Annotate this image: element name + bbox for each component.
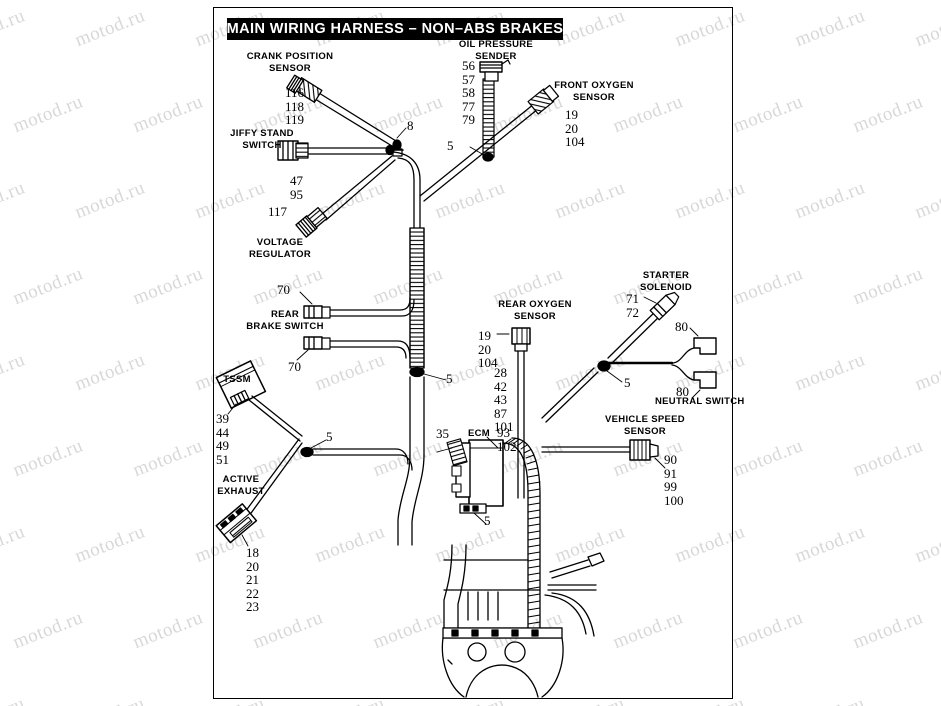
callout-rear-oxygen-numbers: 19 20 104 bbox=[478, 328, 498, 370]
callout-clip-5-tssm: 5 bbox=[326, 429, 333, 444]
watermark-text: motod.ru bbox=[130, 607, 206, 654]
watermark-text: motod.ru bbox=[730, 435, 806, 482]
callout-ecm-numbers: 28 42 43 87 101 bbox=[494, 365, 514, 434]
callout-tssm-numbers: 39 44 49 51 bbox=[216, 411, 229, 467]
watermark-text: motod.ru bbox=[912, 521, 941, 568]
watermark-text: motod.ru bbox=[850, 607, 926, 654]
label-rear-brake-switch: REAR BRAKE SWITCH bbox=[246, 309, 324, 332]
label-tssm: TSSM bbox=[223, 374, 251, 385]
page-title: MAIN WIRING HARNESS – NON–ABS BRAKES bbox=[226, 21, 564, 37]
label-vehicle-speed-sensor: VEHICLE SPEED SENSOR bbox=[605, 414, 685, 437]
label-crank-position-sensor: CRANK POSITION SENSOR bbox=[246, 51, 334, 74]
watermark-text: motod.ru bbox=[10, 607, 86, 654]
callout-rear-brake-number-top: 70 bbox=[277, 282, 290, 297]
diagram-frame: MAIN WIRING HARNESS – NON–ABS BRAKES bbox=[213, 7, 733, 699]
watermark-text: motod.ru bbox=[792, 5, 868, 52]
callout-neutral-number-top: 80 bbox=[675, 319, 688, 334]
watermark-text: motod.ru bbox=[792, 349, 868, 396]
watermark-text: motod.ru bbox=[72, 349, 148, 396]
diagram-title-bar: MAIN WIRING HARNESS – NON–ABS BRAKES bbox=[227, 18, 563, 40]
watermark-text: motod.ru bbox=[912, 177, 941, 224]
watermark-text: motod.ru bbox=[130, 435, 206, 482]
watermark-text: motod.ru bbox=[0, 349, 28, 396]
label-starter-solenoid: STARTER SOLENOID bbox=[639, 270, 692, 293]
label-neutral-switch: NEUTRAL SWITCH bbox=[655, 396, 745, 407]
callout-clip-5-spine: 5 bbox=[446, 371, 453, 386]
watermark-text: motod.ru bbox=[850, 263, 926, 310]
watermark-text: motod.ru bbox=[72, 5, 148, 52]
callout-ecm-bracket-number: 35 bbox=[436, 426, 449, 441]
callout-starter-numbers: 71 72 bbox=[626, 291, 639, 320]
watermark-text: motod.ru bbox=[0, 5, 28, 52]
watermark-text: motod.ru bbox=[792, 521, 868, 568]
callout-ecm-mount-numbers: 93 102 bbox=[497, 425, 517, 454]
watermark-text: motod.ru bbox=[730, 263, 806, 310]
watermark-text: motod.ru bbox=[0, 521, 28, 568]
callout-rear-brake-number-bottom: 70 bbox=[288, 359, 301, 374]
watermark-text: motod.ru bbox=[72, 521, 148, 568]
watermark-text: motod.ru bbox=[730, 91, 806, 138]
watermark-text: motod.ru bbox=[912, 5, 941, 52]
watermark-text: motod.ru bbox=[10, 435, 86, 482]
watermark-text: motod.ru bbox=[10, 263, 86, 310]
watermark-text: motod.ru bbox=[912, 693, 941, 706]
watermark-text: motod.ru bbox=[0, 693, 28, 706]
callout-clip-5-ecm: 5 bbox=[484, 513, 491, 528]
callout-active-exhaust-numbers: 18 20 21 22 23 bbox=[246, 545, 259, 614]
watermark-text: motod.ru bbox=[130, 263, 206, 310]
label-rear-oxygen-sensor: REAR OXYGEN SENSOR bbox=[498, 299, 572, 322]
label-voltage-regulator: VOLTAGE REGULATOR bbox=[249, 237, 311, 260]
label-front-oxygen-sensor: FRONT OXYGEN SENSOR bbox=[554, 80, 634, 103]
watermark-text: motod.ru bbox=[850, 435, 926, 482]
watermark-text: motod.ru bbox=[792, 177, 868, 224]
callout-clip-5-starter: 5 bbox=[624, 375, 631, 390]
watermark-text: motod.ru bbox=[730, 607, 806, 654]
callout-vehicle-speed-numbers: 90 91 99 100 bbox=[664, 452, 684, 508]
label-oil-pressure-sender: OIL PRESSURE SENDER bbox=[458, 39, 534, 62]
watermark-text: motod.ru bbox=[72, 177, 148, 224]
callout-front-oxygen-numbers: 19 20 104 bbox=[565, 107, 585, 149]
callout-neutral-number-bottom: 80 bbox=[676, 384, 689, 399]
watermark-text: motod.ru bbox=[850, 91, 926, 138]
watermark-text: motod.ru bbox=[0, 177, 28, 224]
label-ecm: ECM bbox=[467, 428, 490, 439]
watermark-text: motod.ru bbox=[10, 91, 86, 138]
label-jiffy-stand-switch: JIFFY STAND SWITCH bbox=[230, 128, 294, 151]
callout-voltage-regulator-number: 117 bbox=[268, 204, 288, 219]
callout-clip-5-front-oxygen: 5 bbox=[447, 138, 454, 153]
watermark-text: motod.ru bbox=[792, 693, 868, 706]
watermark-text: motod.ru bbox=[912, 349, 941, 396]
callout-jiffy-numbers: 47 95 bbox=[290, 173, 303, 202]
callout-oil-pressure-numbers: 56 57 58 77 79 bbox=[462, 58, 475, 127]
callout-crank-numbers: 116 118 119 bbox=[285, 85, 305, 127]
watermark-text: motod.ru bbox=[130, 91, 206, 138]
callout-clip-8: 8 bbox=[407, 118, 414, 133]
label-active-exhaust: ACTIVE EXHAUST bbox=[217, 474, 265, 497]
watermark-text: motod.ru bbox=[72, 693, 148, 706]
